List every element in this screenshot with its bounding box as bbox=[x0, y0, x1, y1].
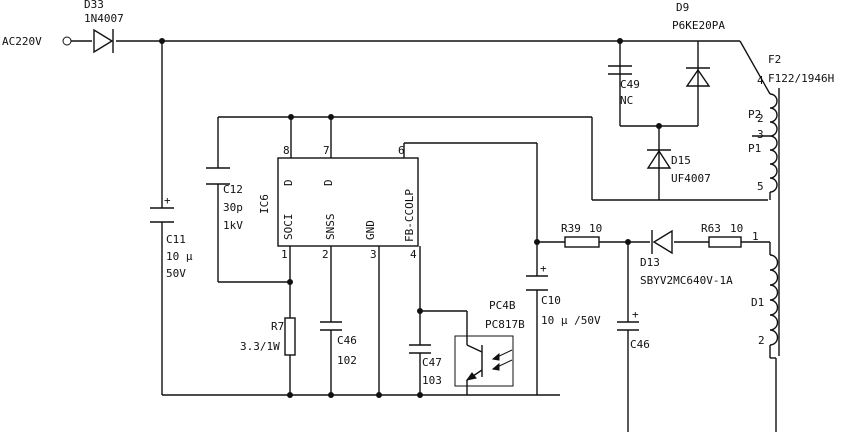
ic-pin4-name: FB-CCOLP bbox=[403, 189, 416, 242]
f2-ref: F2 bbox=[768, 53, 781, 66]
ic6-controller: IC6 8 7 6 D D SOCI SNSS GND FB-CCOLP 1 2… bbox=[258, 144, 419, 261]
f2-pin5: 5 bbox=[757, 180, 764, 193]
c46b-plus: + bbox=[632, 308, 639, 321]
resistor-r63: R63 10 bbox=[701, 222, 743, 248]
wires bbox=[71, 40, 777, 432]
optocoupler-pc4b: PC4B PC817B bbox=[454, 299, 525, 387]
ic-pin6-num: 6 bbox=[398, 144, 405, 157]
c49-value: NC bbox=[620, 94, 633, 107]
c11-rating: 50V bbox=[166, 267, 186, 280]
r63-value: 10 bbox=[730, 222, 743, 235]
d13-value: SBYV2MC640V-1A bbox=[640, 274, 733, 287]
r7-ref: R7 bbox=[271, 320, 284, 333]
d33-ref: D33 bbox=[84, 0, 104, 11]
capacitor-c49: C49 NC bbox=[608, 65, 640, 107]
c12-rating: 1kV bbox=[223, 219, 243, 232]
c46b-ref: C46 bbox=[630, 338, 650, 351]
d13-ref: D13 bbox=[640, 256, 660, 269]
ic-pin8-name: D bbox=[282, 179, 295, 186]
c47-value: 103 bbox=[422, 374, 442, 387]
capacitor-c10: + C10 10 μ /50V bbox=[526, 262, 601, 327]
diode-d15: D15 UF4007 bbox=[646, 149, 711, 185]
f2-pin4: 4 bbox=[757, 74, 764, 87]
c11-ref: C11 bbox=[166, 233, 186, 246]
f2-pin2: 2 bbox=[757, 112, 764, 125]
resistor-r7: R7 3.3/1W bbox=[240, 317, 296, 356]
capacitor-c11: + C11 10 μ 50V bbox=[150, 194, 193, 280]
ic-pin3-num: 3 bbox=[370, 248, 377, 261]
ic6-ref: IC6 bbox=[258, 194, 271, 214]
winding-p1: P1 bbox=[748, 142, 761, 155]
c46a-ref: C46 bbox=[337, 334, 357, 347]
r39-ref: R39 bbox=[561, 222, 581, 235]
r7-value: 3.3/1W bbox=[240, 340, 280, 353]
c46a-value: 102 bbox=[337, 354, 357, 367]
d15-ref: D15 bbox=[671, 154, 691, 167]
ic-pin7-name: D bbox=[322, 179, 335, 186]
ic-pin3-name: GND bbox=[364, 220, 377, 240]
c47-ref: C47 bbox=[422, 356, 442, 369]
capacitor-c47: C47 103 bbox=[409, 344, 442, 387]
winding-p2: P2 bbox=[748, 108, 761, 121]
r63-ref: R63 bbox=[701, 222, 721, 235]
capacitor-c46-primary: C46 102 bbox=[320, 321, 357, 367]
winding-d1: D1 bbox=[751, 296, 764, 309]
ic-pin7-num: 7 bbox=[323, 144, 330, 157]
d1-pin2: 2 bbox=[758, 334, 765, 347]
ic-pin4-num: 4 bbox=[410, 248, 417, 261]
diode-d13: D13 SBYV2MC640V-1A bbox=[640, 229, 733, 287]
r39-value: 10 bbox=[589, 222, 602, 235]
c11-value: 10 μ bbox=[166, 250, 193, 263]
c12-value: 30p bbox=[223, 201, 243, 214]
junction-dots bbox=[159, 38, 662, 398]
ic-pin2-name: SNSS bbox=[324, 214, 337, 241]
d15-value: UF4007 bbox=[671, 172, 711, 185]
c49-ref: C49 bbox=[620, 78, 640, 91]
d33-value: 1N4007 bbox=[84, 12, 124, 25]
f2-pin3: 3 bbox=[757, 128, 764, 141]
resistor-r39: R39 10 bbox=[561, 222, 602, 248]
diode-d9: D9 P6KE20PA bbox=[672, 1, 725, 87]
c12-ref: C12 bbox=[223, 183, 243, 196]
pc4b-value: PC817B bbox=[485, 318, 525, 331]
pc4b-ref: PC4B bbox=[489, 299, 516, 312]
capacitor-c12: C12 30p 1kV bbox=[206, 167, 243, 232]
ic-pin8-num: 8 bbox=[283, 144, 290, 157]
capacitor-c46-secondary: + C46 bbox=[617, 308, 650, 351]
diode-d33: D33 1N4007 bbox=[84, 0, 124, 54]
d9-value: P6KE20PA bbox=[672, 19, 725, 32]
input-terminal: AC220V bbox=[2, 35, 72, 48]
c10-value: 10 μ /50V bbox=[541, 314, 601, 327]
d1-pin1: 1 bbox=[752, 230, 759, 243]
input-label: AC220V bbox=[2, 35, 42, 48]
ic-pin1-name: SOCI bbox=[282, 214, 295, 241]
ic-pin1-num: 1 bbox=[281, 248, 288, 261]
d9-ref: D9 bbox=[676, 1, 689, 14]
c11-plus: + bbox=[164, 194, 171, 207]
ic-pin2-num: 2 bbox=[322, 248, 329, 261]
f2-value: F122/1946H bbox=[768, 72, 834, 85]
transformer-f2: F2 F122/1946H 4 2 3 5 P2 P1 1 2 D1 bbox=[748, 53, 834, 356]
c10-ref: C10 bbox=[541, 294, 561, 307]
c10-plus: + bbox=[540, 262, 547, 275]
